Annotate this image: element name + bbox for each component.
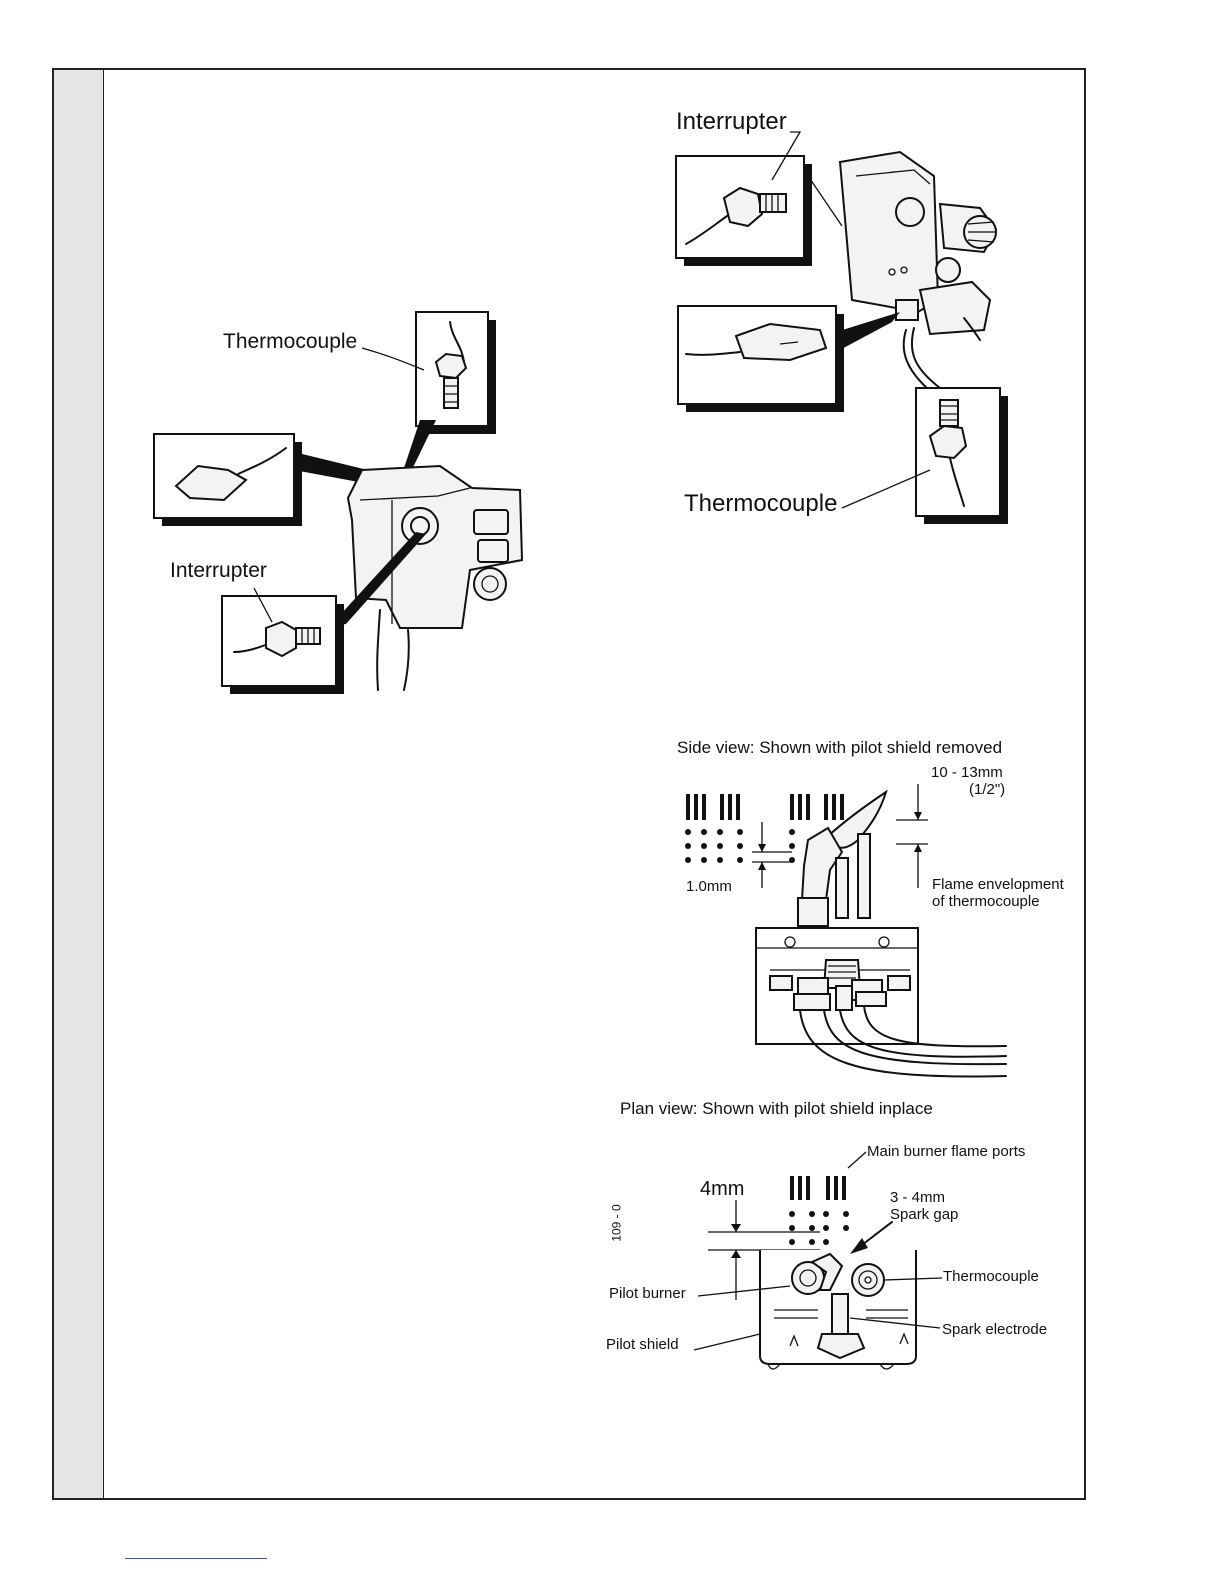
port-spacing-label: 1.0mm bbox=[686, 878, 732, 895]
right-gas-valve-figure bbox=[675, 131, 1008, 524]
side-view-gap-inch-label: (1/2") bbox=[969, 781, 1006, 798]
page-frame bbox=[52, 68, 1086, 1500]
left-gas-valve-figure bbox=[153, 311, 524, 694]
side-margin-strip bbox=[54, 70, 104, 1498]
pilot-burner-label: Pilot burner bbox=[609, 1285, 686, 1302]
pilot-shield-label: Pilot shield bbox=[606, 1336, 679, 1353]
right-thermocouple-label: Thermocouple bbox=[684, 490, 838, 517]
spark-gap-size-label: 3 - 4mm bbox=[890, 1189, 946, 1206]
left-thermocouple-label: Thermocouple bbox=[223, 330, 358, 353]
plan-view-caption: Plan view: Shown with pilot shield inpla… bbox=[620, 1099, 933, 1118]
side-view-gap-label: 10 - 13mm bbox=[931, 764, 1003, 781]
figure-code: 109 - 0 bbox=[609, 1204, 624, 1242]
flame-envelopment-label: Flame envelopment bbox=[932, 876, 1064, 893]
side-view-caption: Side view: Shown with pilot shield remov… bbox=[677, 738, 1003, 757]
left-interrupter-label: Interrupter bbox=[170, 559, 267, 582]
footer-link-rule bbox=[125, 1558, 267, 1559]
plan-thermocouple-label: Thermocouple bbox=[943, 1268, 1039, 1285]
flame-envelopment-label-2: of thermocouple bbox=[932, 893, 1040, 910]
main-burner-ports-label: Main burner flame ports bbox=[867, 1143, 1026, 1160]
right-interrupter-label: Interrupter bbox=[676, 108, 787, 135]
spark-electrode-label: Spark electrode bbox=[942, 1321, 1048, 1338]
plan-view-figure bbox=[693, 1151, 943, 1370]
distance-4mm-label: 4mm bbox=[700, 1178, 745, 1200]
spark-gap-label: Spark gap bbox=[890, 1206, 959, 1223]
side-view-figure bbox=[685, 784, 1007, 1078]
